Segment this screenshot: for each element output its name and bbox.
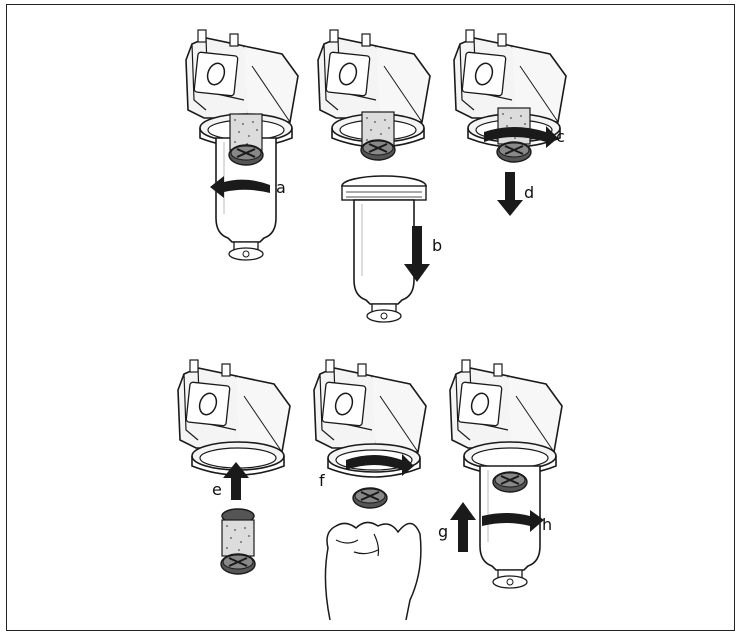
hand-illustration	[324, 521, 422, 621]
panel-c	[453, 29, 567, 216]
down-arrow-b	[404, 226, 430, 282]
rotate-arrow-c	[484, 126, 558, 148]
step-label-a: a	[276, 178, 286, 197]
step-label-d: d	[524, 183, 534, 202]
step-label-e: e	[212, 480, 222, 499]
step-label-f: f	[319, 471, 325, 490]
step-label-h: h	[542, 515, 552, 534]
up-arrow-g	[450, 502, 476, 552]
rotate-arrow-f	[346, 454, 414, 476]
panel-a	[185, 29, 299, 261]
step-label-g: g	[438, 522, 448, 541]
step-label-b: b	[432, 236, 442, 255]
step-label-c: c	[556, 127, 565, 146]
panel-f	[313, 359, 427, 621]
panel-b	[317, 29, 431, 323]
panel-gh	[449, 359, 563, 589]
diagram-frame	[6, 4, 735, 631]
up-arrow-e	[223, 462, 249, 500]
down-arrow-d	[497, 172, 523, 216]
rotate-left-arrow	[210, 176, 270, 198]
rotate-right-arrow-h	[482, 510, 544, 532]
panel-e	[177, 359, 291, 575]
